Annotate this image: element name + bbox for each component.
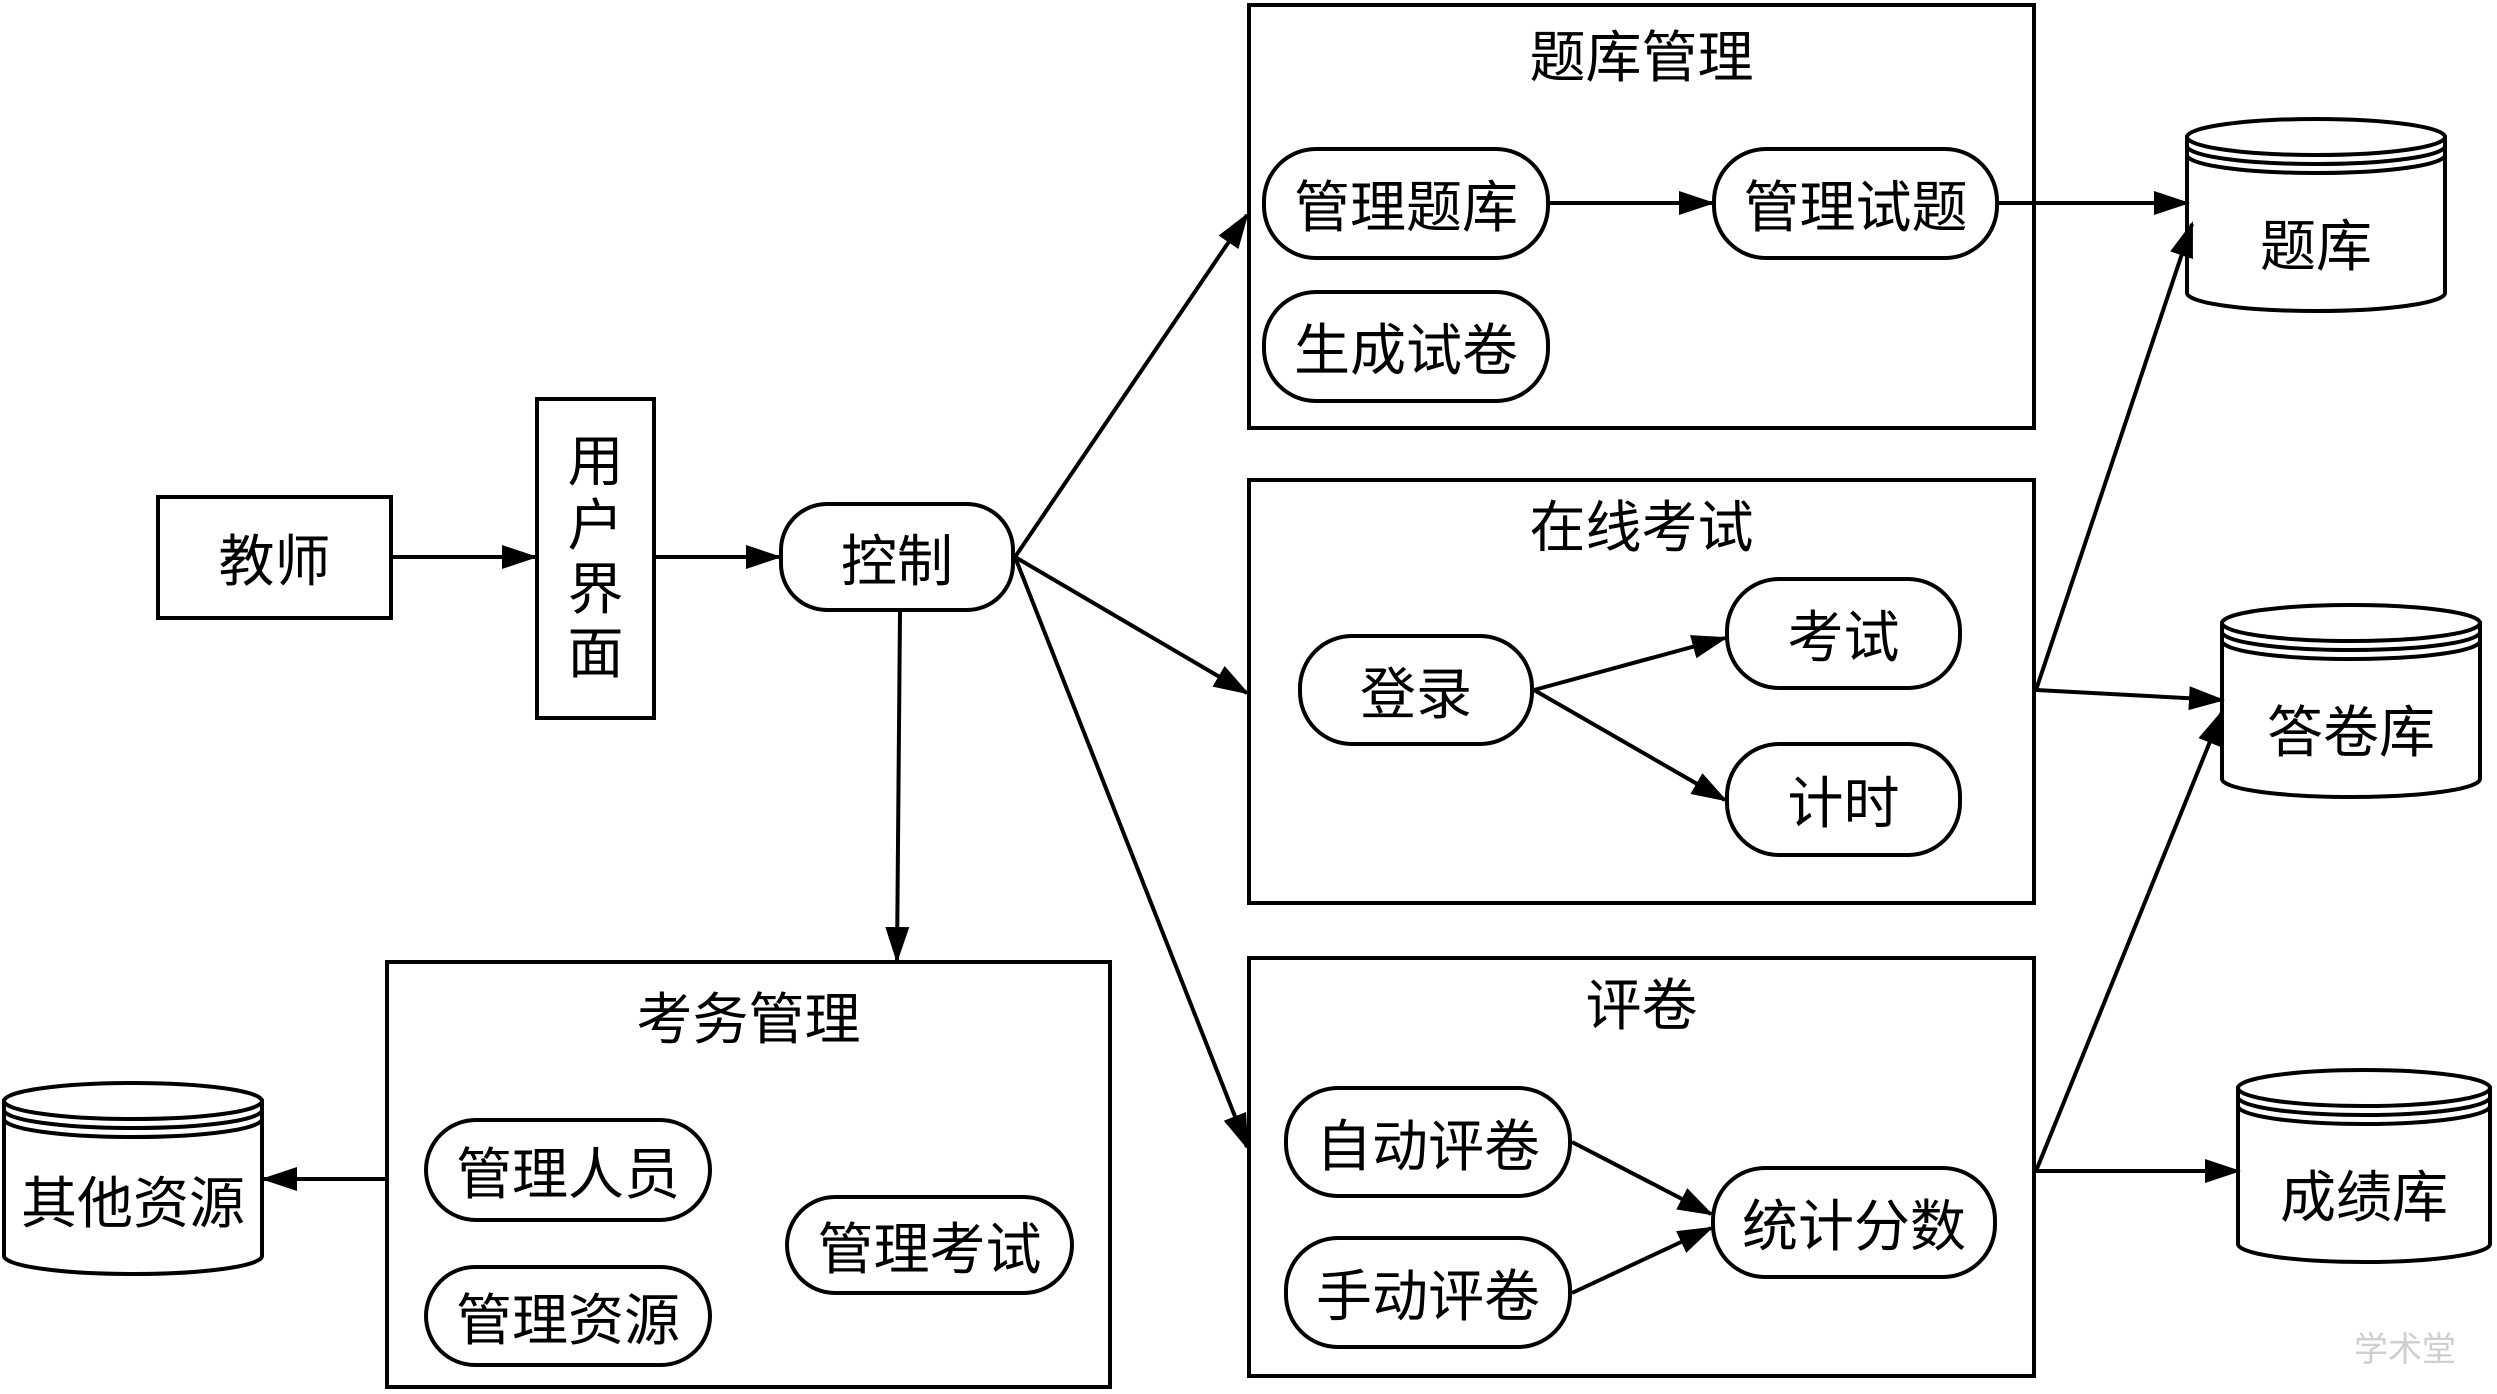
score-statistics-node: 统计分数	[1711, 1166, 1997, 1279]
manage-questions-label: 管理试题	[1743, 176, 1968, 241]
timing-label: 计时	[1787, 772, 1900, 837]
scores-db-top	[2236, 1068, 2492, 1108]
group-exam-affairs-management	[385, 960, 1112, 1389]
group-title-marking: 评卷	[1585, 974, 1698, 1039]
manage-question-bank-label: 管理题库	[1294, 176, 1518, 241]
answer-sheets-db-top	[2220, 603, 2482, 643]
manage-resources-node: 管理资源	[424, 1265, 712, 1367]
auto-marking-label: 自动评卷	[1316, 1114, 1540, 1180]
manual-marking-node: 手动评卷	[1284, 1236, 1572, 1349]
other-resources-db-label: 其他资源	[21, 1172, 245, 1237]
group-question-bank-management	[1247, 3, 2036, 430]
arrow-marking-to-answer-sheets-db	[2034, 709, 2224, 1172]
other-resources-db-ring	[2, 1109, 264, 1130]
manage-staff-label: 管理人员	[456, 1142, 680, 1208]
scores-db-label: 成绩库	[2280, 1166, 2448, 1231]
question-bank-db-ring	[2185, 145, 2447, 166]
other-resources-db-ring	[2, 1118, 264, 1139]
teacher-label: 教师	[218, 530, 331, 595]
generate-paper-node: 生成试卷	[1262, 290, 1550, 403]
manual-marking-label: 手动评卷	[1316, 1265, 1540, 1330]
control-label: 控制	[841, 529, 953, 595]
answer-sheets-db-label: 答卷库	[2267, 701, 2435, 766]
manage-questions-node: 管理试题	[1712, 147, 1999, 260]
question-bank-db-label: 题库	[2260, 215, 2372, 280]
arrow-online-exam-to-question-bank-db	[2034, 221, 2194, 691]
scores-db-ring	[2236, 1105, 2492, 1126]
user-interface-node: 用户界面	[535, 397, 656, 720]
manage-question-bank-node: 管理题库	[1262, 147, 1550, 260]
timing-node: 计时	[1725, 742, 1962, 857]
answer-sheets-db-ring	[2220, 631, 2482, 652]
question-bank-db-ring	[2185, 154, 2447, 175]
arrow-control-to-question-bank-management	[1013, 212, 1249, 559]
arrow-control-to-exam-affairs-management	[885, 611, 910, 963]
group-title-question-bank-management: 题库管理	[1529, 26, 1754, 91]
group-marking	[1247, 956, 2036, 1378]
answer-sheets-db-ring	[2220, 640, 2482, 661]
question-bank-db-top	[2185, 117, 2447, 157]
login-node: 登录	[1298, 634, 1534, 746]
other-resources-db-top	[2, 1081, 264, 1121]
group-title-exam-affairs-management: 考务管理	[636, 988, 861, 1053]
generate-paper-label: 生成试卷	[1294, 319, 1518, 384]
auto-marking-node: 自动评卷	[1284, 1086, 1572, 1198]
exam-node: 考试	[1725, 577, 1962, 690]
teacher-node: 教师	[156, 495, 393, 620]
user-interface-label: 用户界面	[567, 429, 624, 687]
scores-db-ring	[2236, 1096, 2492, 1117]
exam-label: 考试	[1787, 606, 1900, 671]
watermark: 学术堂	[2354, 1330, 2456, 1370]
manage-resources-label: 管理资源	[456, 1288, 680, 1354]
group-title-online-exam: 在线考试	[1529, 496, 1754, 561]
manage-exams-label: 管理考试	[817, 1217, 1042, 1283]
arrow-online-exam-to-answer-sheets-db	[2035, 686, 2225, 711]
score-statistics-label: 统计分数	[1742, 1195, 1966, 1260]
control-node: 控制	[779, 502, 1015, 612]
manage-staff-node: 管理人员	[424, 1118, 712, 1222]
manage-exams-node: 管理考试	[785, 1195, 1074, 1295]
arrow-control-to-online-exam	[1013, 555, 1250, 695]
login-label: 登录	[1360, 662, 1472, 728]
